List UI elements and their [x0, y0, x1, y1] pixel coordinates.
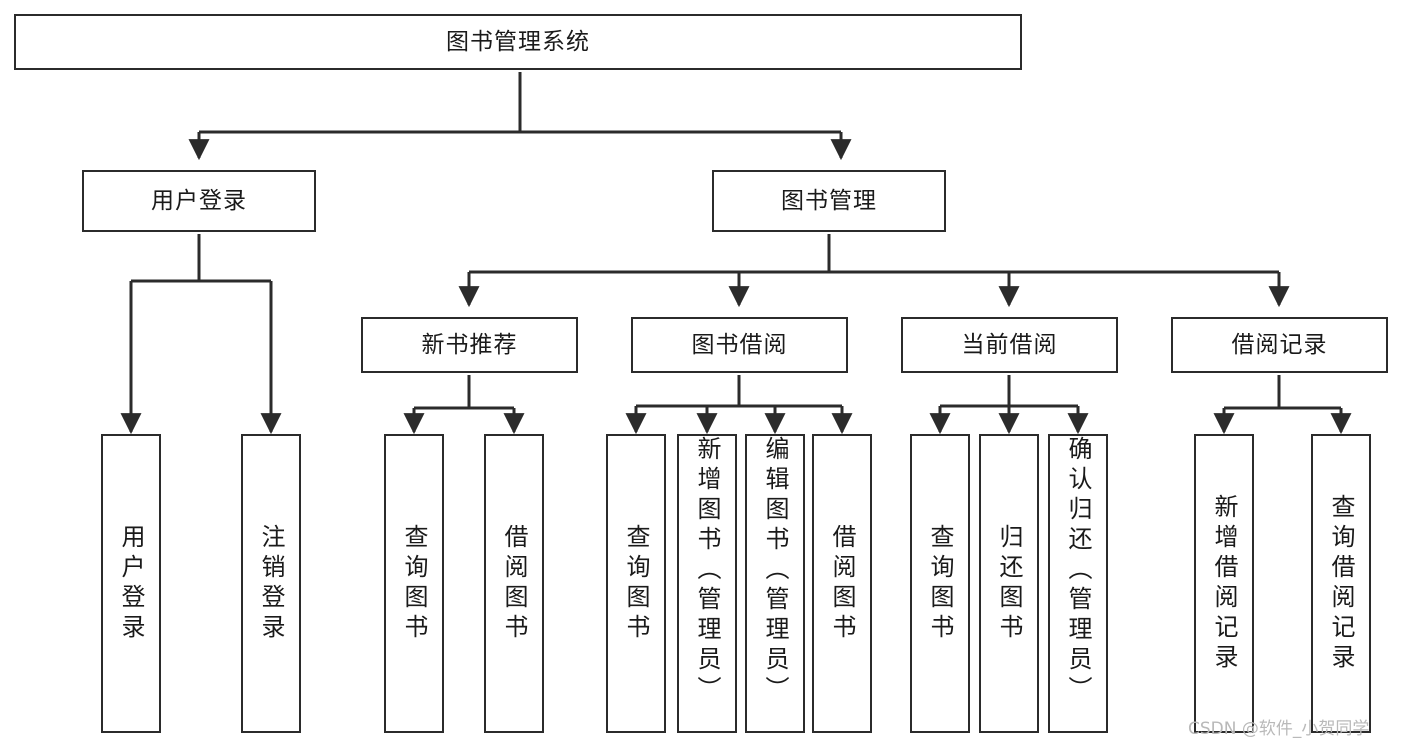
leaf-borrow-query-book[interactable]: 查询图书 [606, 434, 666, 733]
node-label: 归还图书 [995, 523, 1023, 644]
node-label: 图书管理系统 [446, 28, 590, 55]
node-label: 查询图书 [400, 523, 428, 644]
node-label: 查询图书 [622, 523, 650, 644]
leaf-record-query-borrow-record[interactable]: 查询借阅记录 [1311, 434, 1371, 733]
node-book-management[interactable]: 图书管理 [712, 170, 946, 232]
node-label: 新增图书（管理员） [693, 436, 721, 706]
node-book-borrow[interactable]: 图书借阅 [631, 317, 848, 373]
leaf-user-login-login[interactable]: 用户登录 [101, 434, 161, 733]
node-label: 用户登录 [117, 523, 145, 644]
node-label: 借阅记录 [1231, 331, 1328, 358]
leaf-record-add-borrow-record[interactable]: 新增借阅记录 [1194, 434, 1254, 733]
node-label: 查询图书 [926, 523, 954, 644]
leaf-borrow-edit-book-admin[interactable]: 编辑图书（管理员） [745, 434, 805, 733]
watermark-text: CSDN @软件_小贺同学 [1188, 719, 1370, 739]
leaf-recommend-query-book[interactable]: 查询图书 [384, 434, 444, 733]
node-label: 确认归还（管理员） [1064, 436, 1092, 706]
node-label: 新书推荐 [421, 331, 518, 358]
node-label: 注销登录 [257, 523, 285, 644]
leaf-current-confirm-return-admin[interactable]: 确认归还（管理员） [1048, 434, 1108, 733]
node-label: 用户登录 [151, 187, 247, 214]
node-new-book-recommend[interactable]: 新书推荐 [361, 317, 578, 373]
node-label: 图书管理 [781, 187, 877, 214]
leaf-recommend-borrow-book[interactable]: 借阅图书 [484, 434, 544, 733]
node-root-book-management-system[interactable]: 图书管理系统 [14, 14, 1022, 70]
node-label: 编辑图书（管理员） [761, 436, 789, 706]
node-label: 当前借阅 [961, 331, 1058, 358]
node-current-borrow[interactable]: 当前借阅 [901, 317, 1118, 373]
leaf-borrow-borrow-book[interactable]: 借阅图书 [812, 434, 872, 733]
leaf-user-login-logout[interactable]: 注销登录 [241, 434, 301, 733]
node-label: 图书借阅 [691, 331, 788, 358]
leaf-borrow-add-book-admin[interactable]: 新增图书（管理员） [677, 434, 737, 733]
node-label: 查询借阅记录 [1327, 493, 1355, 674]
node-user-login[interactable]: 用户登录 [82, 170, 316, 232]
node-label: 借阅图书 [500, 523, 528, 644]
node-label: 新增借阅记录 [1210, 493, 1238, 674]
node-borrow-record[interactable]: 借阅记录 [1171, 317, 1388, 373]
node-label: 借阅图书 [828, 523, 856, 644]
leaf-current-return-book[interactable]: 归还图书 [979, 434, 1039, 733]
leaf-current-query-book[interactable]: 查询图书 [910, 434, 970, 733]
